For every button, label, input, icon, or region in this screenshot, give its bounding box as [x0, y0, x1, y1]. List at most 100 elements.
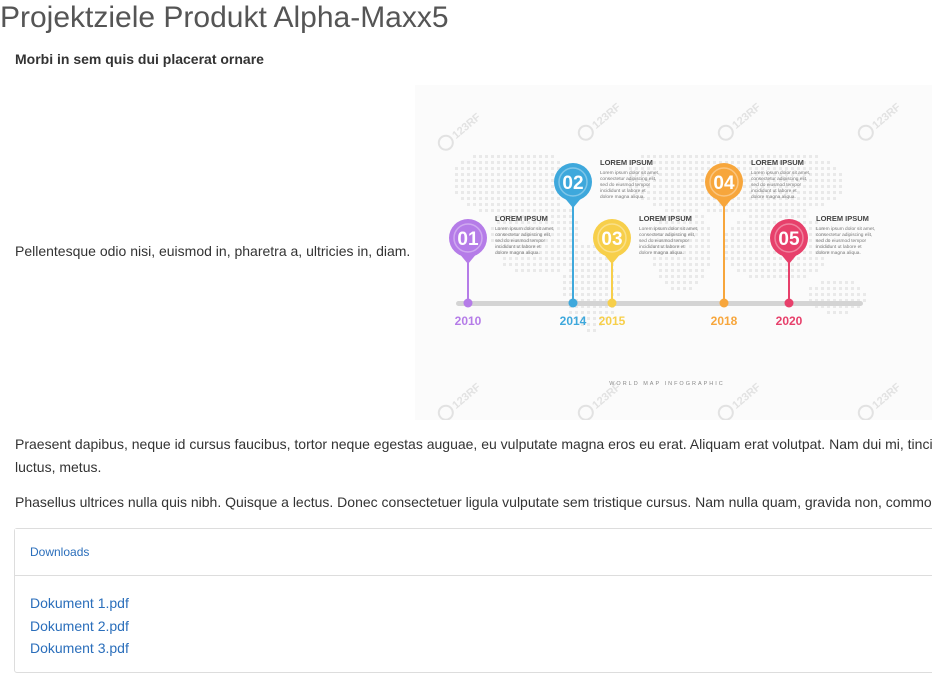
map-dot: [821, 251, 824, 254]
map-dot: [599, 323, 602, 326]
map-dot: [695, 197, 698, 200]
map-dot: [665, 155, 668, 158]
map-dot: [539, 245, 542, 248]
watermark: 123RF: [717, 101, 763, 141]
map-dot: [737, 269, 740, 272]
map-dot: [479, 203, 482, 206]
map-dot: [851, 299, 854, 302]
map-dot: [695, 185, 698, 188]
map-dot: [593, 257, 596, 260]
map-dot: [527, 203, 530, 206]
map-dot: [677, 251, 680, 254]
map-dot: [581, 257, 584, 260]
map-dot: [659, 197, 662, 200]
download-link-2[interactable]: Dokument 2.pdf: [30, 617, 129, 634]
map-dot: [743, 251, 746, 254]
map-dot: [491, 179, 494, 182]
map-dot: [653, 179, 656, 182]
map-dot: [473, 173, 476, 176]
map-dot: [605, 275, 608, 278]
map-dot: [545, 203, 548, 206]
map-dot: [755, 197, 758, 200]
map-dot: [551, 155, 554, 158]
map-dot: [539, 269, 542, 272]
map-dot: [515, 161, 518, 164]
map-dot: [833, 287, 836, 290]
map-dot: [683, 281, 686, 284]
map-dot: [761, 209, 764, 212]
map-dot: [575, 263, 578, 266]
map-dot: [635, 173, 638, 176]
map-dot: [683, 275, 686, 278]
milestone-text-line: consectetur adipiscing elit,: [751, 176, 807, 182]
map-dot: [521, 185, 524, 188]
map-dot: [767, 251, 770, 254]
map-dot: [743, 263, 746, 266]
map-dot: [587, 245, 590, 248]
map-dot: [761, 161, 764, 164]
map-dot: [653, 185, 656, 188]
map-dot: [593, 245, 596, 248]
map-dot: [653, 251, 656, 254]
map-dot: [491, 161, 494, 164]
download-link-1[interactable]: Dokument 1.pdf: [30, 595, 129, 611]
map-dot: [773, 269, 776, 272]
map-dot: [791, 179, 794, 182]
map-dot: [677, 215, 680, 218]
map-dot: [587, 275, 590, 278]
map-dot: [647, 191, 650, 194]
map-dot: [767, 233, 770, 236]
map-dot: [833, 191, 836, 194]
map-dot: [479, 155, 482, 158]
map-dot: [827, 173, 830, 176]
map-dot: [797, 269, 800, 272]
map-dot: [521, 173, 524, 176]
map-dot: [473, 167, 476, 170]
map-dot: [509, 173, 512, 176]
map-dot: [479, 179, 482, 182]
map-dot: [689, 215, 692, 218]
page-subtitle: Morbi in sem quis dui placerat ornare: [15, 51, 264, 67]
map-dot: [551, 203, 554, 206]
map-dot: [575, 293, 578, 296]
downloads-panel: Downloads Dokument 1.pdf Dokument 2.pdf …: [14, 528, 932, 673]
map-dot: [659, 221, 662, 224]
map-dot: [731, 245, 734, 248]
map-dot: [749, 197, 752, 200]
map-dot: [689, 167, 692, 170]
map-dot: [491, 227, 494, 230]
map-dot: [587, 317, 590, 320]
map-dot: [569, 311, 572, 314]
map-dot: [707, 251, 710, 254]
map-dot: [779, 191, 782, 194]
pin-head: [449, 219, 487, 257]
map-dot: [545, 179, 548, 182]
downloads-list: Dokument 1.pdf Dokument 2.pdf Dokument 3…: [15, 576, 932, 660]
map-dot: [671, 173, 674, 176]
map-dot: [563, 221, 566, 224]
map-dot: [533, 257, 536, 260]
map-dot: [737, 263, 740, 266]
map-dot: [515, 269, 518, 272]
map-dot: [617, 281, 620, 284]
map-dot: [503, 191, 506, 194]
map-dot: [767, 275, 770, 278]
map-dot: [647, 161, 650, 164]
map-dot: [533, 221, 536, 224]
map-dot: [815, 227, 818, 230]
map-dot: [527, 173, 530, 176]
download-link-3[interactable]: Dokument 3.pdf: [30, 640, 129, 656]
map-dot: [617, 287, 620, 290]
map-dot: [563, 251, 566, 254]
map-dot: [743, 257, 746, 260]
map-dot: [659, 227, 662, 230]
map-dot: [545, 155, 548, 158]
map-dot: [719, 209, 722, 212]
map-dot: [527, 245, 530, 248]
map-dot: [497, 197, 500, 200]
map-dot: [455, 191, 458, 194]
map-dot: [521, 227, 524, 230]
